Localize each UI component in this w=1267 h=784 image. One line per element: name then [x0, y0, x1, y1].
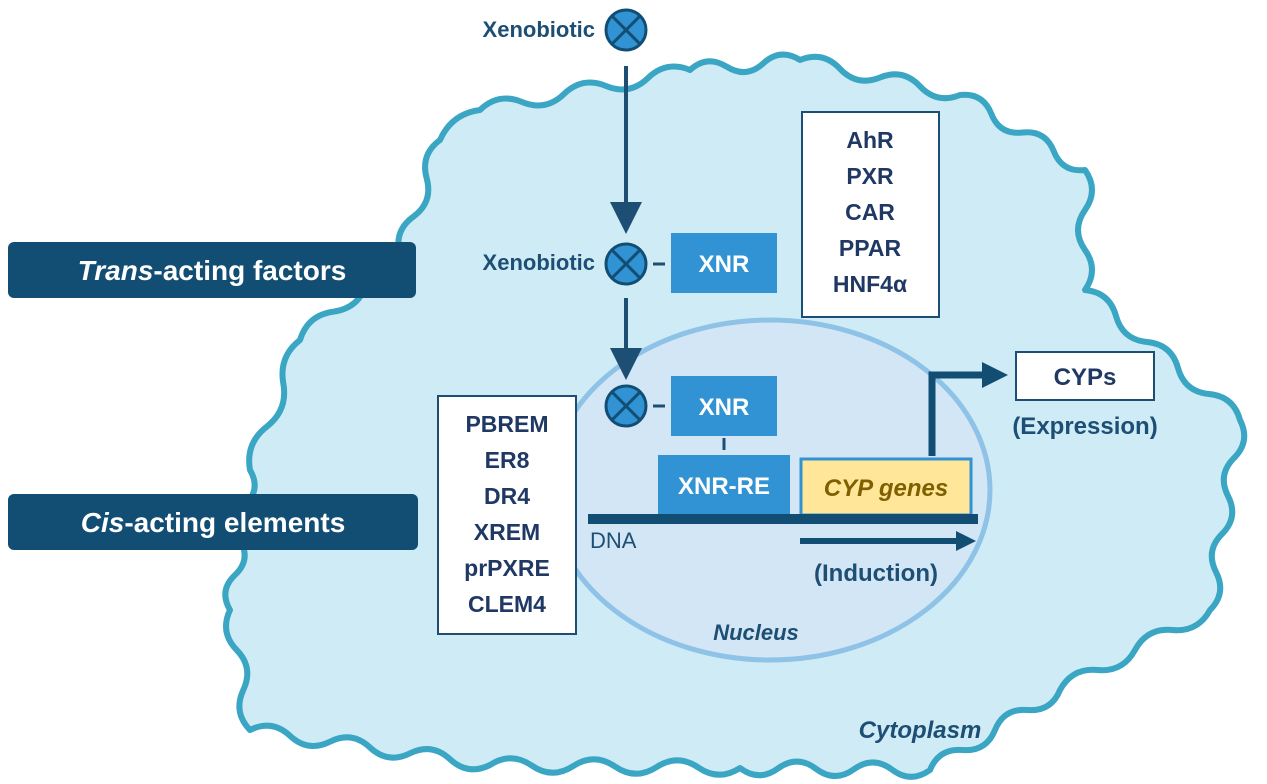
- receptor-item-4: HNF4α: [833, 271, 907, 297]
- xenobiotic-top-icon: [604, 8, 648, 52]
- xnr-re-box: XNR-RE: [658, 455, 790, 515]
- xenobiotic-mid-label: Xenobiotic: [483, 250, 595, 275]
- response-element-item-4: prPXRE: [464, 555, 550, 581]
- trans-italic-text: Trans: [78, 255, 154, 286]
- dna-strand: [588, 514, 978, 524]
- receptor-item-2: CAR: [845, 199, 895, 225]
- trans-rest-text: -acting factors: [153, 255, 346, 286]
- induction-arrowhead: [956, 531, 976, 551]
- cyps-box: CYPs: [1015, 351, 1155, 401]
- trans-acting-factors-label: Trans-acting factors: [8, 242, 416, 298]
- expression-arrow: [928, 371, 985, 456]
- xenobiotic-mid-icon: [604, 242, 648, 286]
- receptor-item-1: PXR: [846, 163, 894, 189]
- receptor-item-3: PPAR: [839, 235, 902, 261]
- xenobiotic-top-label: Xenobiotic: [483, 17, 595, 42]
- cis-acting-elements-label: Cis-acting elements: [8, 494, 418, 550]
- dna-label: DNA: [590, 528, 637, 553]
- response-element-item-2: DR4: [484, 483, 530, 509]
- cis-rest-text: -acting elements: [124, 507, 345, 538]
- cyp-genes-box: CYP genes: [799, 457, 973, 517]
- expression-arrowhead: [982, 362, 1008, 388]
- xnr-re-text: XNR-RE: [678, 473, 770, 500]
- response-element-item-5: CLEM4: [468, 591, 546, 617]
- response-element-item-3: XREM: [474, 519, 540, 545]
- cyp-genes-text: CYP genes: [824, 475, 949, 502]
- xenobiotic-nucleus-icon: [604, 384, 648, 428]
- xnr-cytoplasm-text: XNR: [699, 251, 750, 278]
- cyps-text: CYPs: [1054, 364, 1117, 391]
- receptor-list: AhR PXR CAR PPAR HNF4α: [833, 127, 907, 297]
- svg-text:Trans-acting factors: Trans-acting factors: [78, 255, 347, 286]
- xnr-nucleus-text: XNR: [699, 394, 750, 421]
- xnr-cytoplasm-box: XNR: [671, 233, 777, 293]
- nucleus-label: Nucleus: [713, 620, 799, 645]
- receptor-list-box: AhR PXR CAR PPAR HNF4α: [801, 111, 940, 318]
- svg-text:Cis-acting elements: Cis-acting elements: [81, 507, 346, 538]
- cis-italic-text: Cis: [81, 507, 125, 538]
- response-element-item-1: ER8: [485, 447, 530, 473]
- cytoplasm-label: Cytoplasm: [859, 717, 982, 744]
- receptor-item-0: AhR: [846, 127, 894, 153]
- xnr-nucleus-box: XNR: [671, 376, 777, 436]
- expression-label: (Expression): [1012, 413, 1157, 440]
- response-element-item-0: PBREM: [465, 411, 548, 437]
- induction-label: (Induction): [814, 560, 938, 587]
